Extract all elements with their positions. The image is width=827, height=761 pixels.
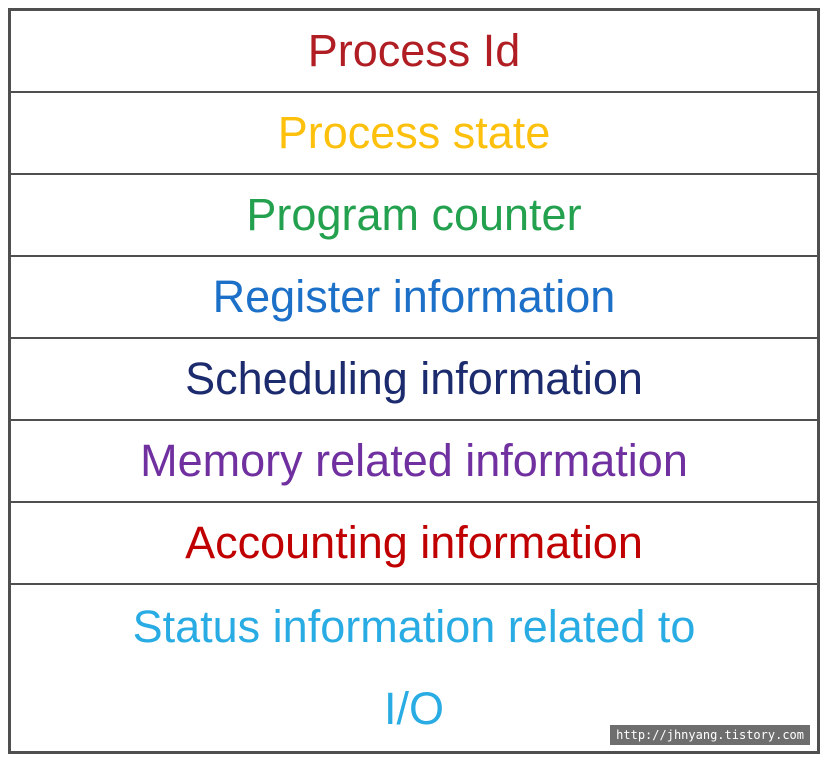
table-row-process-id: Process Id [11,11,817,93]
row-label-line: Accounting information [185,517,643,568]
table-row-program-counter: Program counter [11,175,817,257]
row-label-line: Process Id [307,25,521,76]
row-label: Process Id [308,11,521,91]
row-label-line: I/O [383,683,444,734]
row-label: Accounting information [185,503,643,583]
row-label: Register information [213,257,616,337]
row-label: Program counter [246,175,581,255]
table-row-status-information-io: Status information related to I/O [11,585,817,751]
row-label: Memory related information [140,421,688,501]
table-row-process-state: Process state [11,93,817,175]
row-label-line: Program counter [246,189,582,240]
table-row-register-information: Register information [11,257,817,339]
row-label-line: Scheduling information [185,353,643,404]
table-row-accounting-information: Accounting information [11,503,817,585]
row-label-line: Status information related to [132,601,696,652]
row-label: Process state [278,93,551,173]
row-label: Status information related to I/O [133,586,696,750]
row-label-line: Memory related information [140,435,688,486]
row-label-line: Register information [212,271,616,322]
table-row-memory-related-information: Memory related information [11,421,817,503]
table-row-scheduling-information: Scheduling information [11,339,817,421]
row-label-line: Process state [277,107,551,158]
row-label: Scheduling information [185,339,643,419]
watermark-url: http://jhnyang.tistory.com [610,725,810,745]
